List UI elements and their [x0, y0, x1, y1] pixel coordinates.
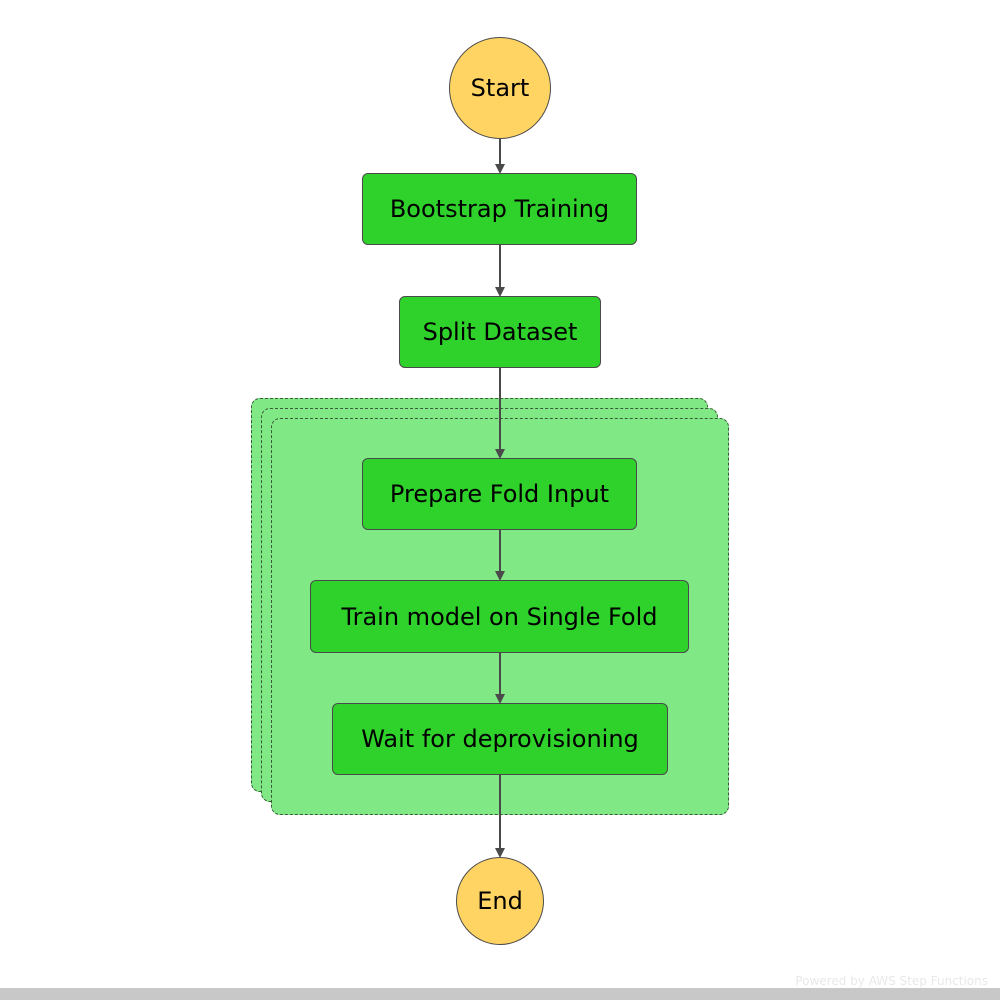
prepare-fold-input-state[interactable]: Prepare Fold Input: [362, 458, 637, 530]
end-node[interactable]: End: [456, 857, 544, 945]
train-model-on-single-fold-state[interactable]: Train model on Single Fold: [310, 580, 689, 653]
start-node[interactable]: Start: [449, 37, 551, 139]
split-dataset-state[interactable]: Split Dataset: [399, 296, 601, 368]
footer-watermark: Powered by AWS Step Functions: [795, 974, 988, 988]
bootstrap-training-state[interactable]: Bootstrap Training: [362, 173, 637, 245]
wait-for-deprovisioning-state[interactable]: Wait for deprovisioning: [332, 703, 668, 775]
footer-bar: [0, 988, 1000, 1000]
